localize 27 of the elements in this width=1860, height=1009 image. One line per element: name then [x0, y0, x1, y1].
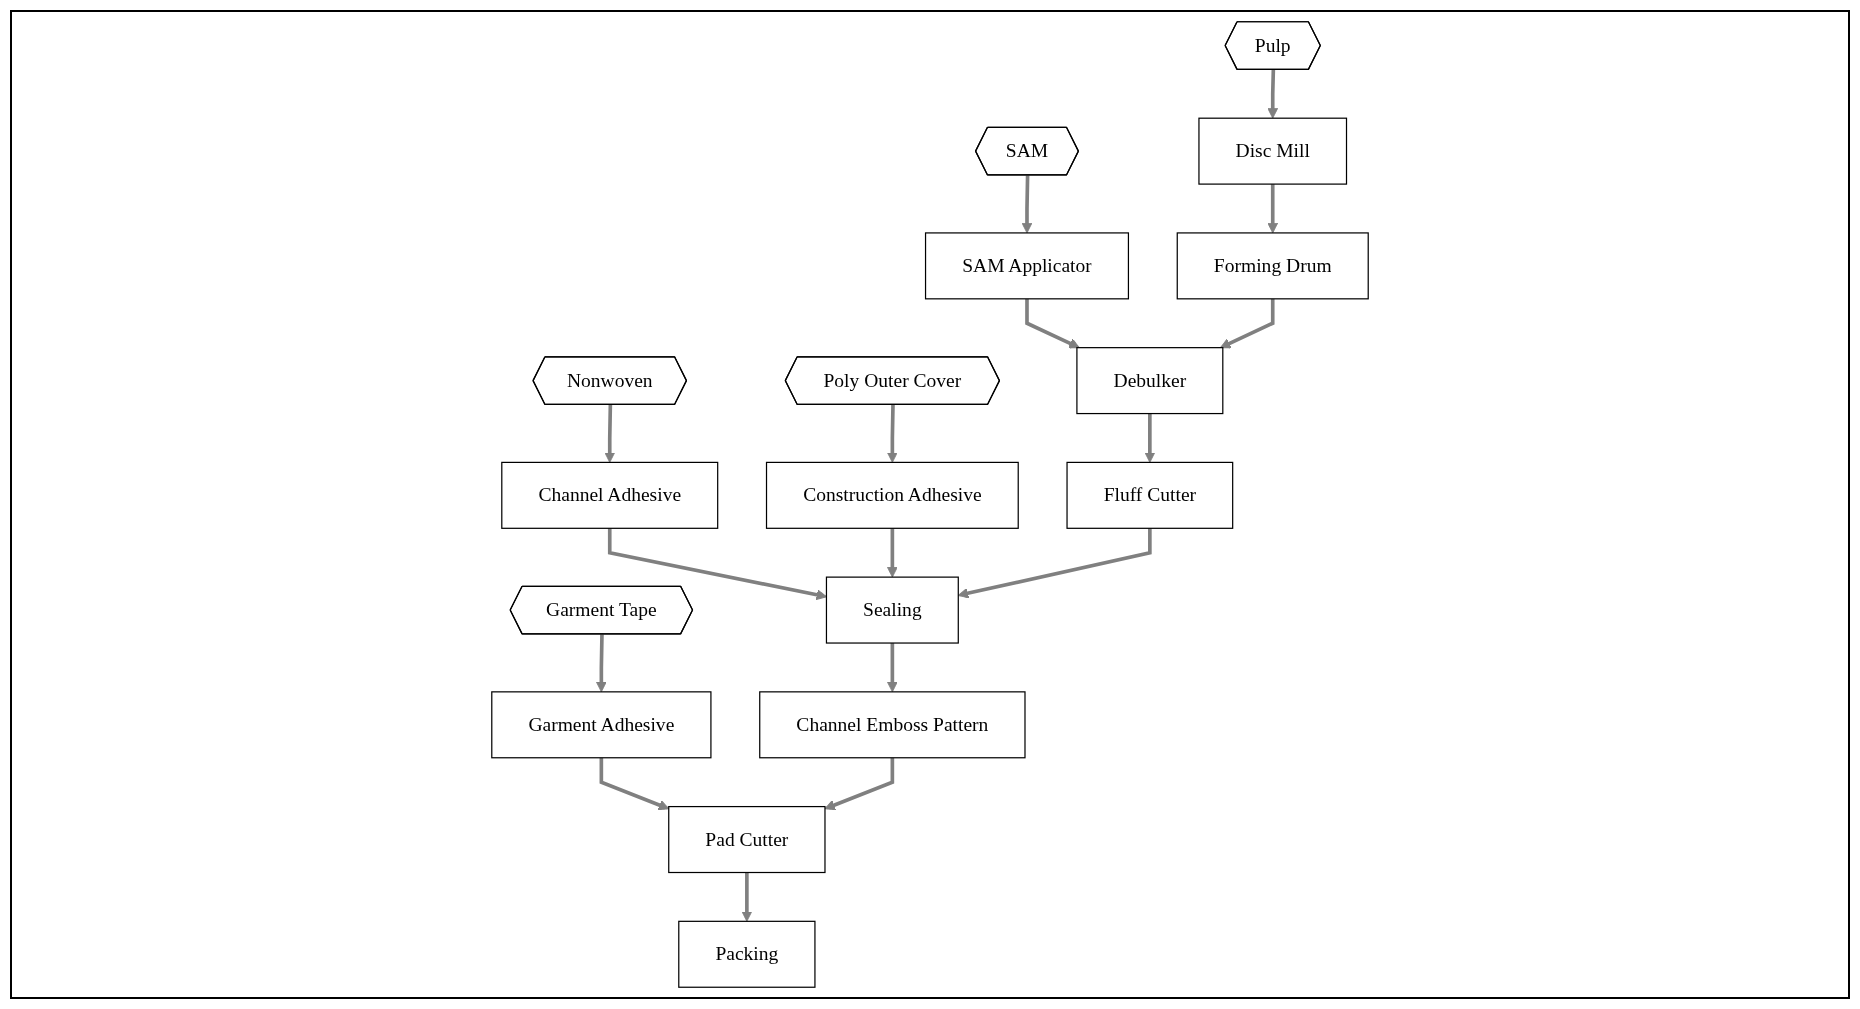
- arrow: [1219, 298, 1275, 349]
- arrow: [599, 757, 670, 811]
- arrow: [741, 872, 753, 922]
- node-box: Forming Drum: [1176, 232, 1369, 300]
- arrow: [1021, 175, 1033, 234]
- node-box: Channel Emboss Pattern: [759, 691, 1026, 759]
- arrow: [887, 643, 898, 693]
- arrow: [1144, 413, 1156, 463]
- arrow: [887, 528, 898, 578]
- node-box: Channel Adhesive: [501, 461, 719, 529]
- arrow: [604, 405, 616, 463]
- arrow: [607, 528, 827, 601]
- arrow: [1025, 298, 1080, 349]
- node-box: SAM Applicator: [924, 232, 1130, 300]
- arrow: [596, 634, 607, 693]
- node-box: Sealing: [825, 576, 959, 644]
- node-box: Pad Cutter: [668, 806, 826, 874]
- arrow: [824, 757, 895, 811]
- node-box: Construction Adhesive: [765, 461, 1019, 529]
- arrow: [1267, 69, 1279, 119]
- node-box: Disc Mill: [1198, 117, 1348, 185]
- arrow: [887, 405, 898, 463]
- node-box: Fluff Cutter: [1066, 461, 1234, 529]
- node-box: Packing: [678, 920, 816, 988]
- arrow: [1267, 184, 1279, 234]
- node-box: Debulker: [1076, 347, 1224, 415]
- node-box: Garment Adhesive: [491, 691, 712, 759]
